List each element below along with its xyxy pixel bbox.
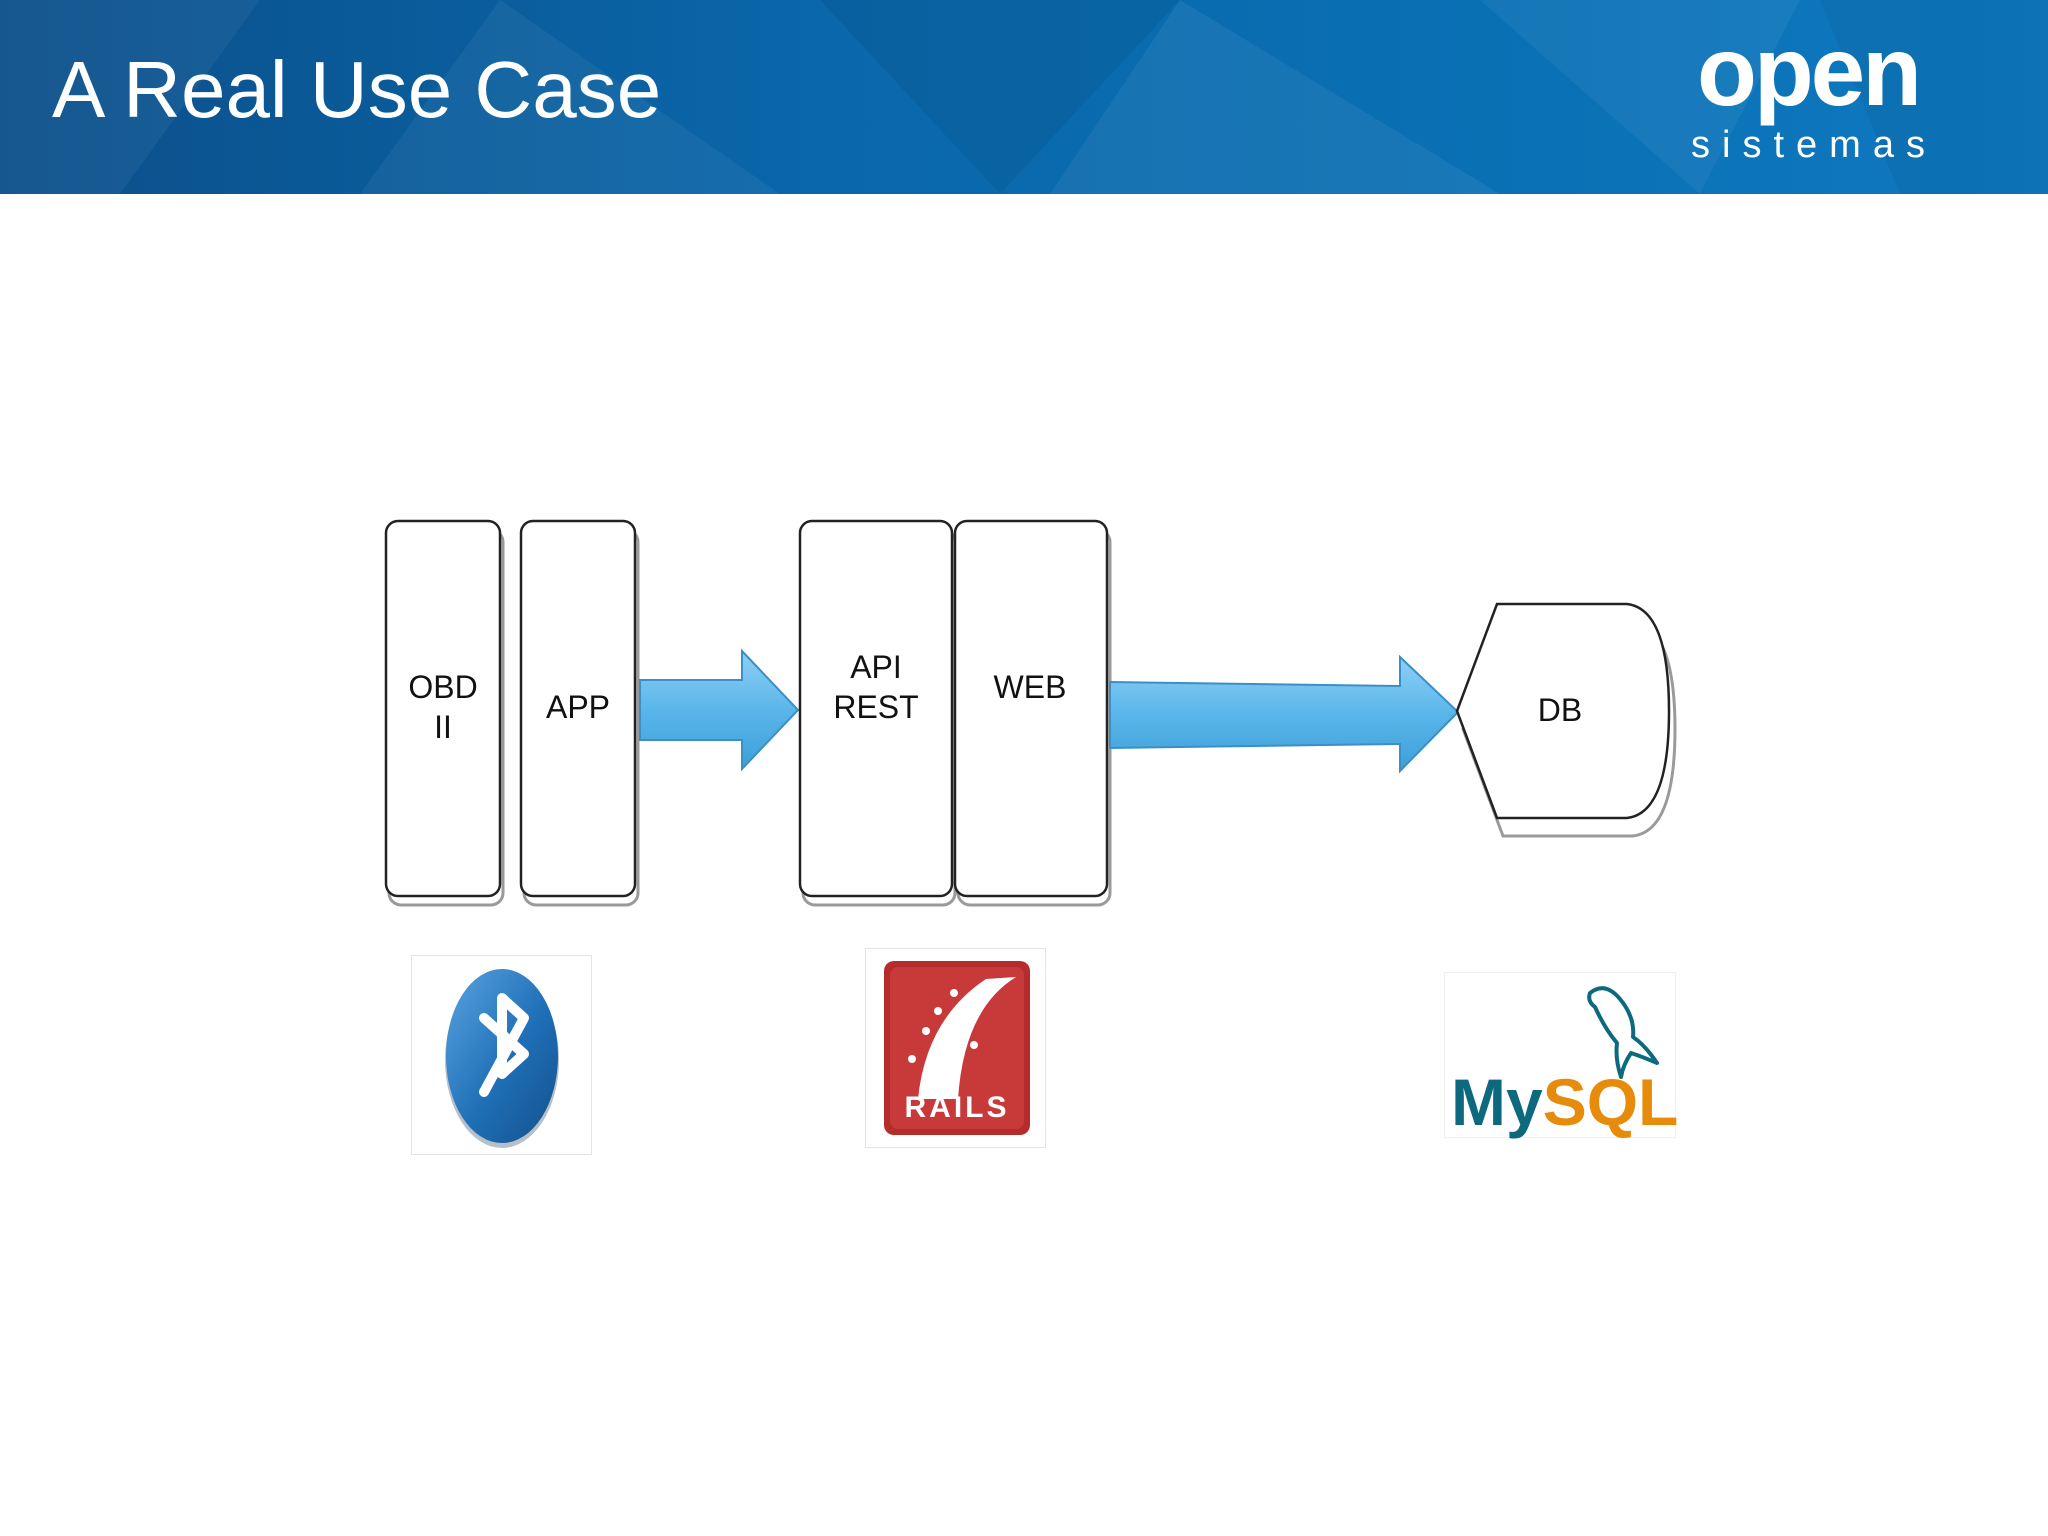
- obd-label-line2: II: [434, 709, 452, 745]
- db-shape: DB: [1455, 602, 1677, 838]
- obd-box: OBD II: [384, 519, 505, 907]
- rails-text: RAILS: [905, 1091, 1010, 1124]
- dolphin-icon: [1587, 986, 1659, 1079]
- app-box: APP: [519, 519, 640, 907]
- page-title: A Real Use Case: [52, 45, 662, 134]
- rails-logo-card: RAILS: [865, 948, 1046, 1148]
- db-label: DB: [1538, 692, 1582, 728]
- api-rest-box: API REST: [798, 519, 957, 907]
- svg-text:MySQL: MySQL: [1451, 1065, 1677, 1139]
- open-sistemas-logo: open sistemas: [1658, 22, 1958, 172]
- api-label-line1: API: [850, 649, 902, 685]
- header-bar: A Real Use Case open sistemas: [0, 0, 2048, 194]
- app-label: APP: [546, 689, 610, 725]
- arrow-web-to-db: [1109, 654, 1460, 774]
- bluetooth-logo-card: [411, 955, 592, 1155]
- obd-label-line1: OBD: [408, 669, 477, 705]
- logo-top-text: open: [1696, 16, 1922, 126]
- header-pattern: [0, 0, 2048, 194]
- api-label-line2: REST: [833, 689, 918, 725]
- mysql-logo-card: MySQL: [1444, 972, 1678, 1139]
- bluetooth-icon: [445, 969, 559, 1148]
- logo-bottom-text: sistemas: [1691, 124, 1937, 166]
- mysql-my-text: My: [1451, 1065, 1543, 1139]
- web-box: WEB: [953, 519, 1112, 907]
- arrow-app-to-api: [639, 648, 800, 772]
- rails-logo: RAILS: [884, 961, 1030, 1135]
- mysql-sql-text: SQL: [1543, 1065, 1677, 1139]
- mysql-logo: MySQL: [1451, 986, 1678, 1139]
- web-label: WEB: [994, 669, 1067, 705]
